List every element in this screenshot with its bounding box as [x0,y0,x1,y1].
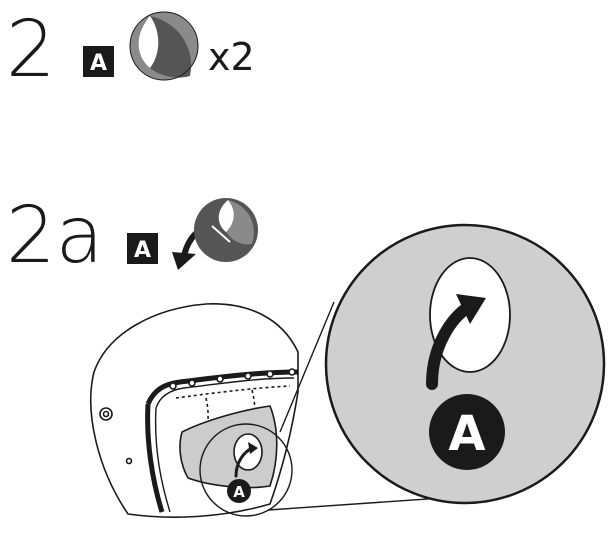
step-2a-part-label: A [134,238,151,263]
pad-disc-icon [194,198,258,262]
step-2-row: 2 A x2 [6,5,255,95]
step-2-quantity: x2 [208,35,255,79]
zoom-callout-label: A [448,406,485,462]
step-2a-part-badge: A [127,233,158,264]
small-callout-label: A [233,483,245,501]
step-2-part-label: A [90,51,107,76]
pad-disc-icon [129,11,199,81]
step-2a-row: 2a A [6,191,258,281]
open-face-helmet-icon [90,303,299,518]
small-callout: A [227,442,258,503]
zoom-detail-circle: A [324,223,606,505]
curved-arrow-icon [426,294,486,390]
step-2-part-badge: A [83,46,114,77]
step-2-number: 2 [6,5,56,95]
step-2a-number: 2a [6,191,103,281]
